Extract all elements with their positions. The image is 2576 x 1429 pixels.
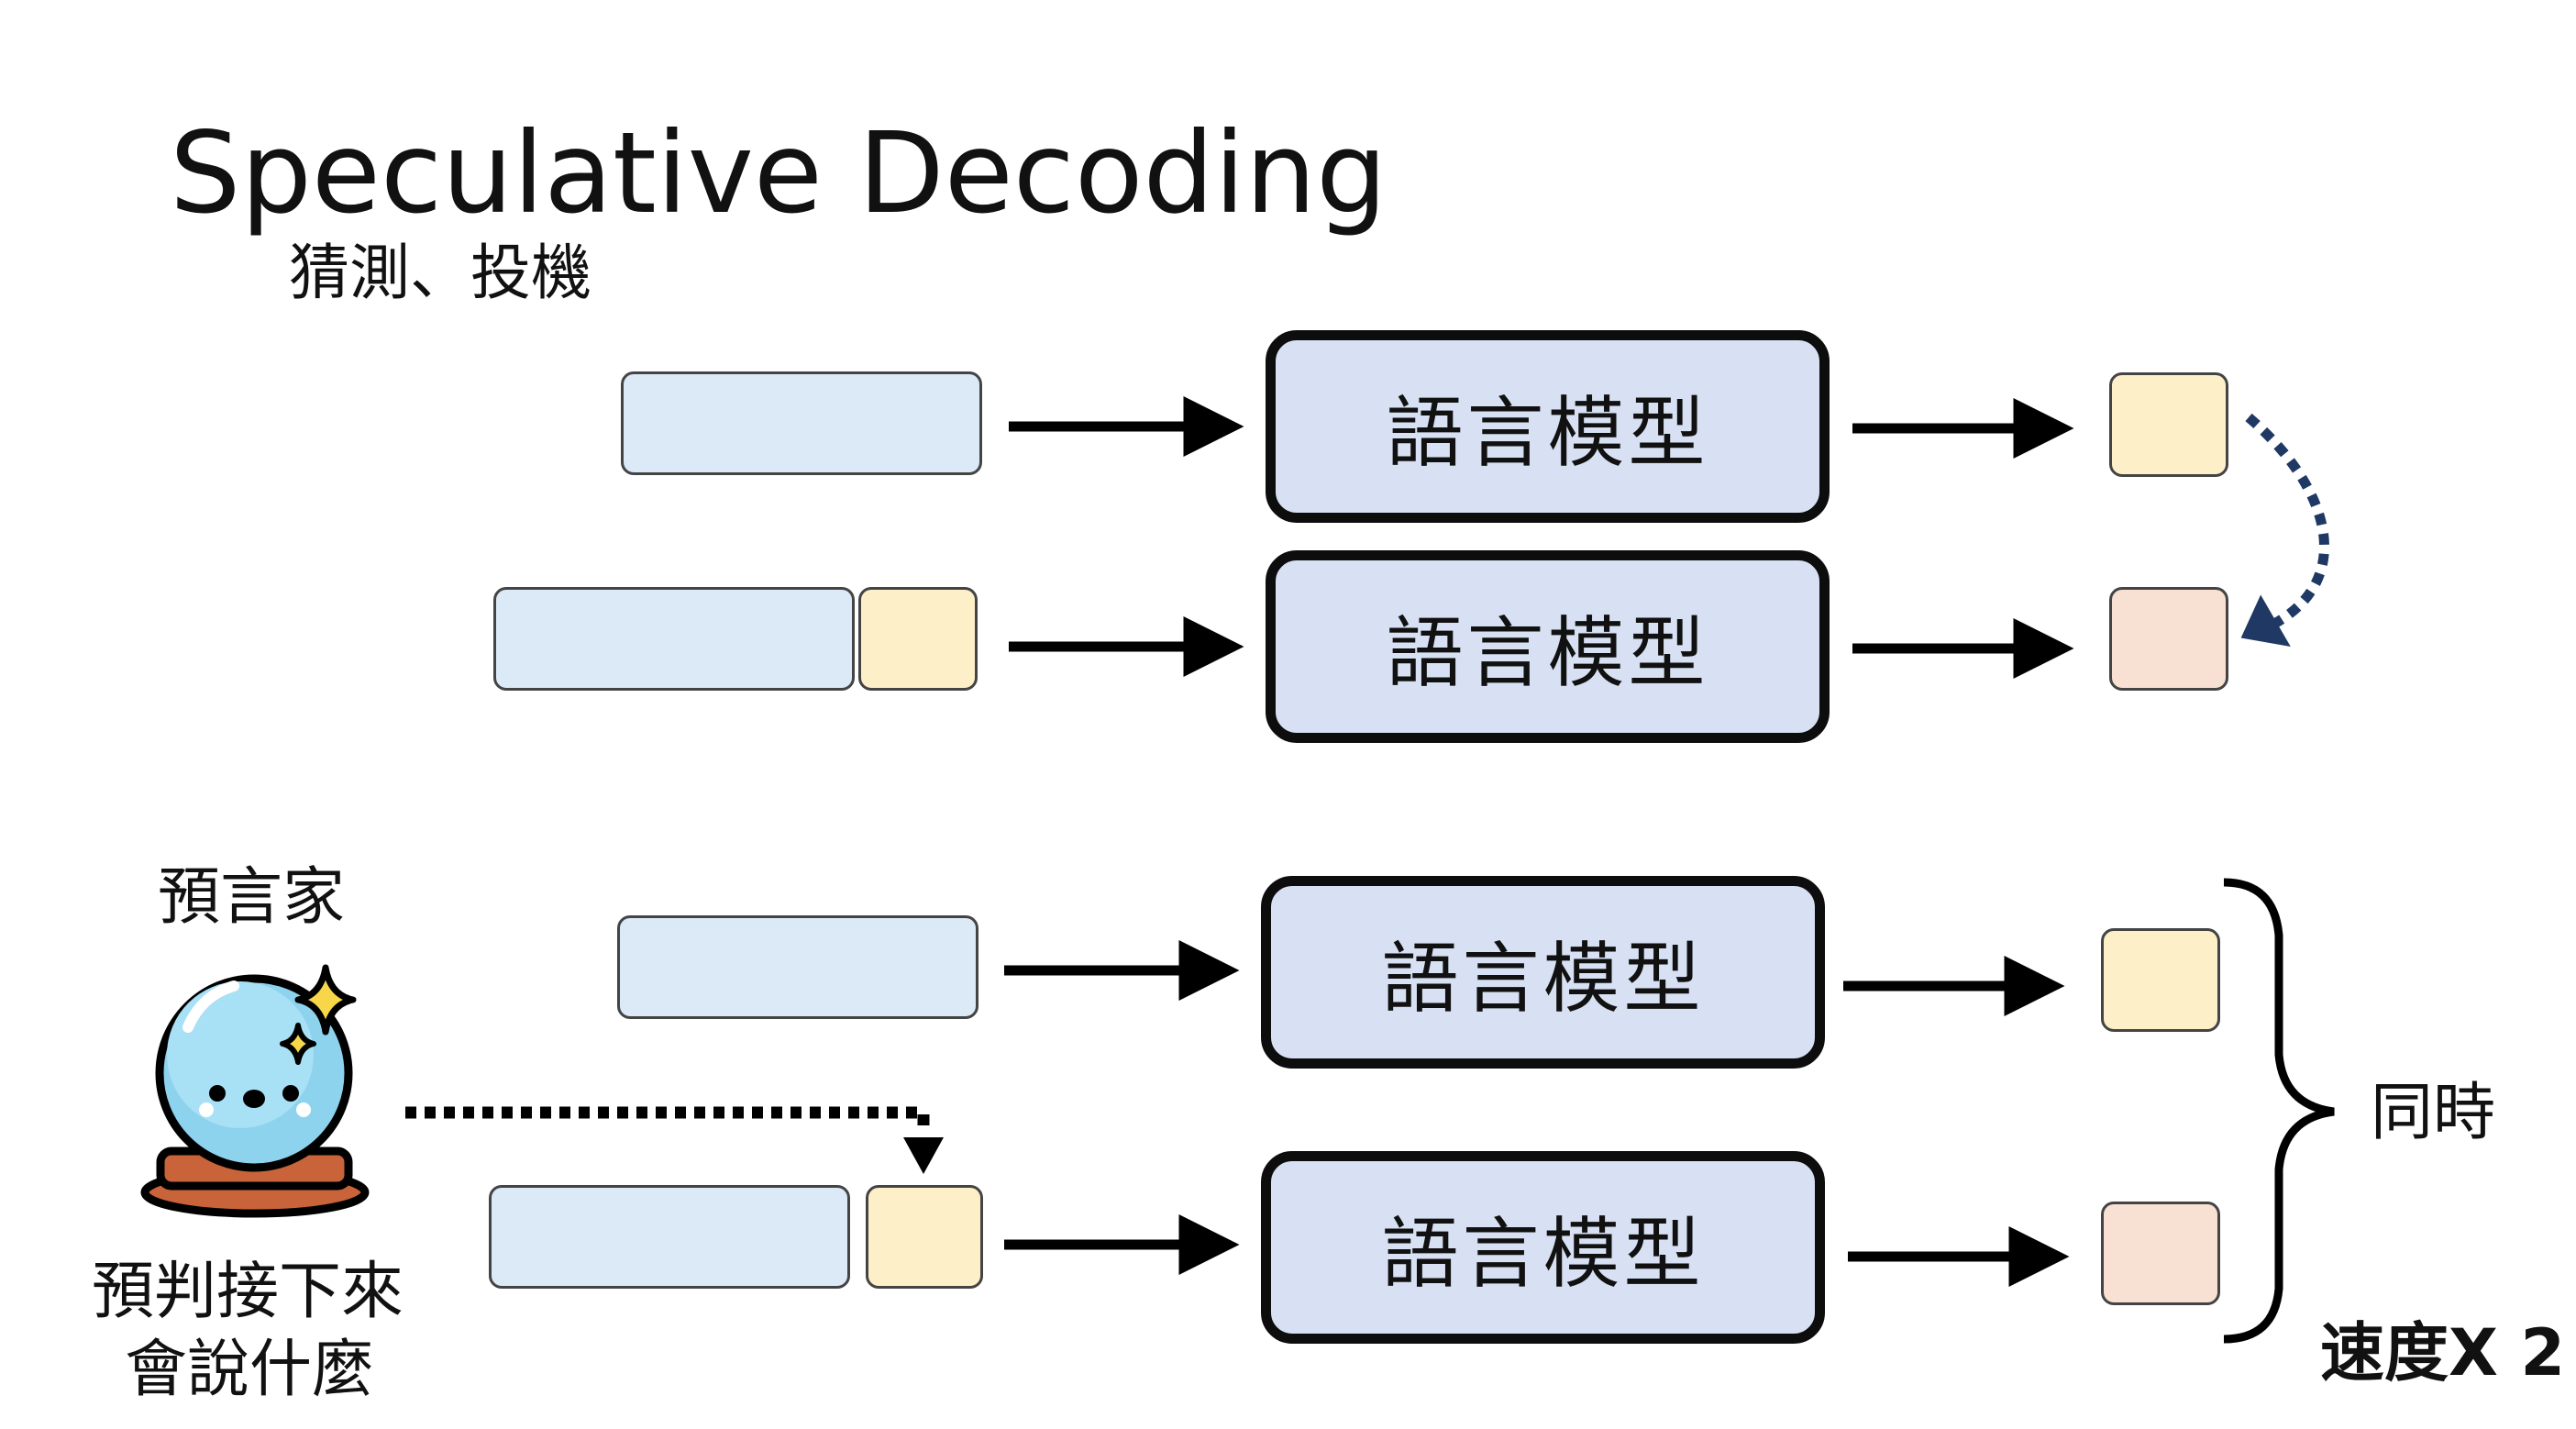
input-sequence bbox=[493, 587, 855, 691]
feedback-arrowhead bbox=[2240, 594, 2291, 648]
page-subtitle: 猜測、投機 bbox=[289, 238, 591, 308]
output-token bbox=[2109, 587, 2228, 691]
language-model-label: 語言模型 bbox=[1386, 607, 1709, 698]
language-model-label: 語言模型 bbox=[1381, 933, 1705, 1024]
output-token bbox=[2101, 928, 2220, 1032]
page-title: Speculative Decoding bbox=[170, 108, 1388, 238]
input-sequence bbox=[617, 915, 978, 1019]
sparkle-icon bbox=[280, 964, 357, 1065]
prophet-caption-line1: 預判接下來 bbox=[92, 1256, 404, 1328]
language-model-label: 語言模型 bbox=[1381, 1208, 1705, 1299]
guessed-token bbox=[866, 1185, 983, 1289]
prophet-arrowhead bbox=[903, 1137, 944, 1174]
appended-token bbox=[858, 587, 978, 691]
curly-brace bbox=[2223, 878, 2335, 1344]
input-sequence bbox=[489, 1185, 850, 1289]
speed-label: 速度X 2 bbox=[2320, 1315, 2566, 1390]
prophet-caption-line2: 會說什麼 bbox=[125, 1334, 375, 1406]
simultaneous-label: 同時 bbox=[2371, 1077, 2496, 1149]
language-model-box: 語言模型 bbox=[1261, 1151, 1825, 1344]
language-model-label: 語言模型 bbox=[1386, 387, 1709, 478]
output-token bbox=[2101, 1202, 2220, 1305]
input-sequence bbox=[621, 371, 982, 475]
prophet-label: 預言家 bbox=[158, 861, 346, 934]
language-model-box: 語言模型 bbox=[1266, 550, 1830, 743]
language-model-box: 語言模型 bbox=[1266, 330, 1830, 523]
output-token bbox=[2109, 372, 2228, 477]
crystal-ball-icon bbox=[140, 974, 370, 1218]
language-model-box: 語言模型 bbox=[1261, 876, 1825, 1069]
prophet-dotted-arrow bbox=[405, 1106, 930, 1133]
